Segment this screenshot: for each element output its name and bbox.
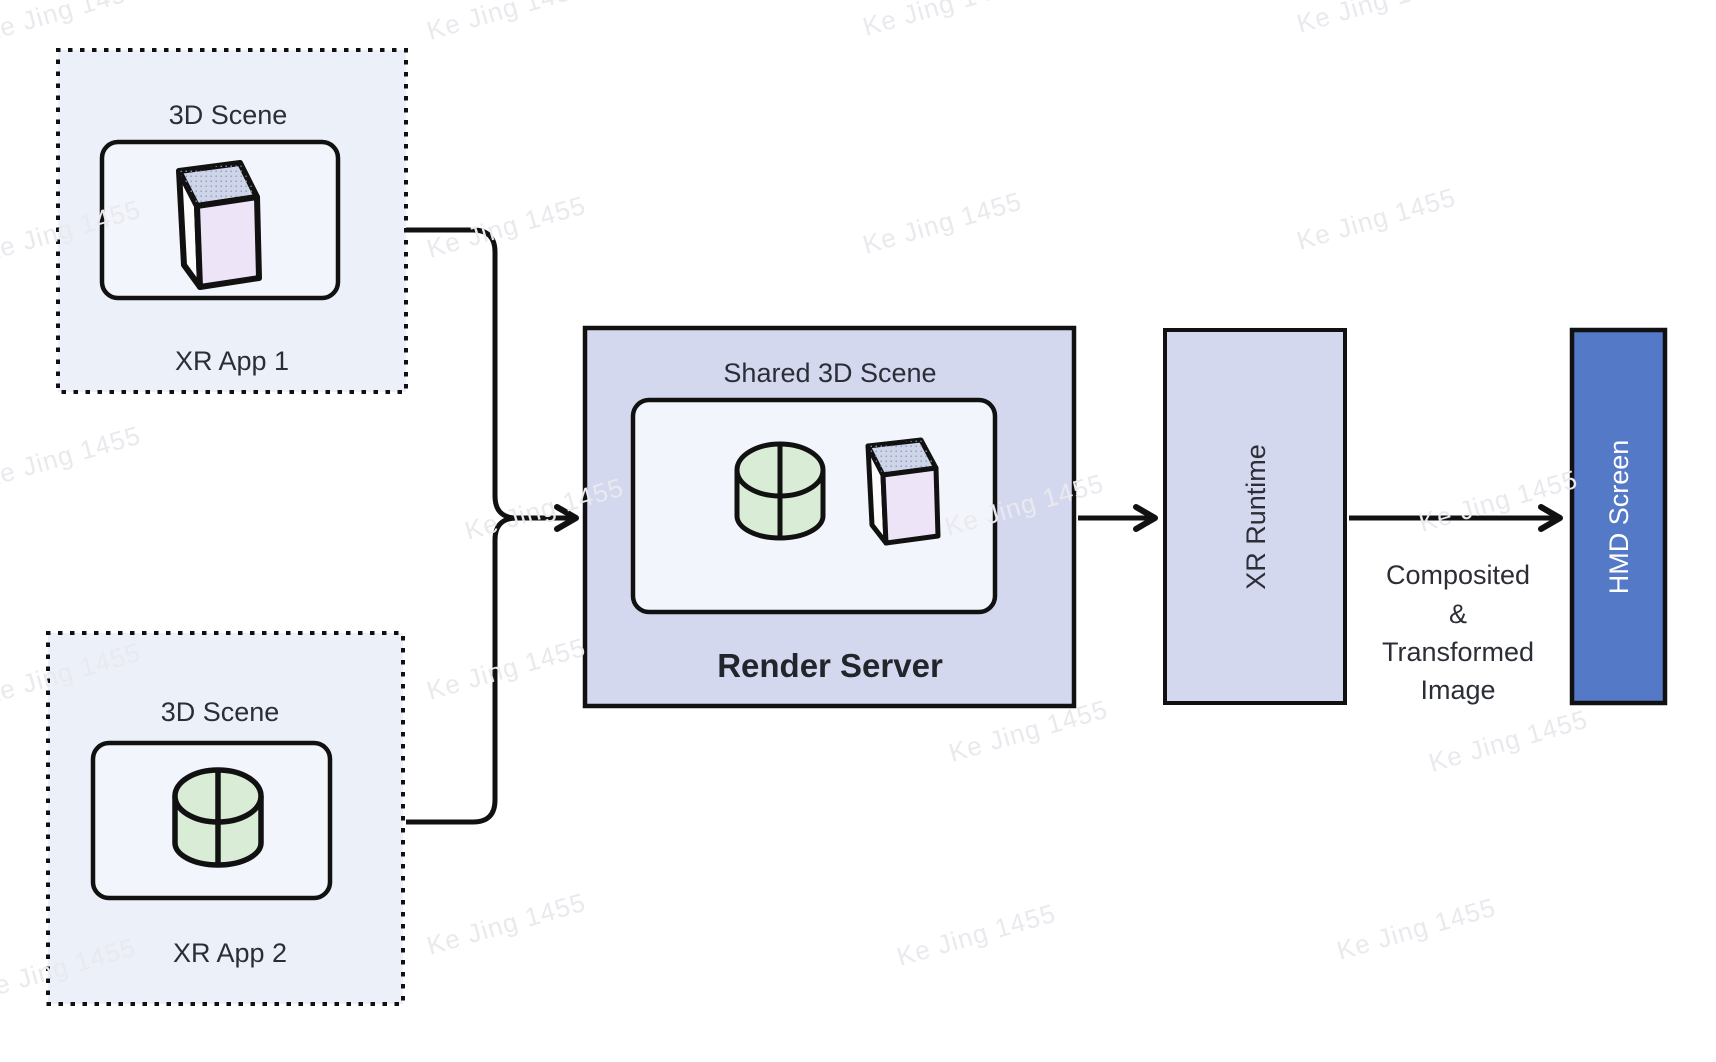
watermark-text: Ke Jing 1455 xyxy=(1293,0,1459,39)
flow-label-line-2: & xyxy=(1449,599,1467,629)
watermark-text: Ke Jing 1455 xyxy=(1415,464,1581,538)
render-server-title: Render Server xyxy=(717,647,943,684)
watermark-text: Ke Jing 1455 xyxy=(1293,182,1459,256)
watermark-text: Ke Jing 1455 xyxy=(0,0,144,48)
watermark-text: Ke Jing 1455 xyxy=(893,898,1059,972)
cube-icon xyxy=(865,437,941,546)
cube-icon xyxy=(176,160,262,290)
app-1-name-label: XR App 1 xyxy=(175,346,289,376)
hmd-screen-label: HMD Screen xyxy=(1604,440,1634,595)
xr-runtime-box xyxy=(1163,328,1347,705)
xr-runtime-label: XR Runtime xyxy=(1241,444,1271,590)
cylinder-icon xyxy=(172,767,264,868)
flow-label-line-1: Composited xyxy=(1386,560,1530,590)
watermark-text: Ke Jing 1455 xyxy=(859,186,1025,260)
cube-front-face xyxy=(194,194,262,290)
flow-label-line-4: Image xyxy=(1420,675,1495,705)
watermark-text: Ke Jing 1455 xyxy=(423,632,589,706)
shared-scene-label: Shared 3D Scene xyxy=(723,358,936,388)
watermark-text: Ke Jing 1455 xyxy=(423,190,589,264)
watermark-text: Ke Jing 1455 xyxy=(859,0,1025,42)
flow-label: Composited & Transformed Image xyxy=(1382,560,1534,705)
watermark-text: Ke Jing 1455 xyxy=(0,420,144,494)
cube-top-texture xyxy=(868,440,936,475)
watermark-text: Ke Jing 1455 xyxy=(1333,892,1499,966)
app-2-name-label: XR App 2 xyxy=(173,938,287,968)
hmd-screen-group: HMD Screen xyxy=(1569,327,1668,706)
watermark-text: Ke Jing 1455 xyxy=(1425,704,1591,778)
xr-app-1-group: 3D Scene XR App 1 xyxy=(56,48,408,394)
render-server-group: Shared 3D Scene Render Server xyxy=(582,325,1077,709)
cylinder-icon xyxy=(734,441,826,541)
xr-runtime-group: XR Runtime xyxy=(1163,328,1347,705)
cube-front-face xyxy=(880,465,941,546)
watermark-text: Ke Jing 1455 xyxy=(423,887,589,961)
cube-top-texture xyxy=(179,163,257,206)
flow-label-line-3: Transformed xyxy=(1382,637,1534,667)
app-1-scene-label: 3D Scene xyxy=(169,100,288,130)
hmd-screen-box xyxy=(1569,327,1668,706)
watermark-text: Ke Jing 1455 xyxy=(423,0,589,46)
arrow-app1-to-server xyxy=(406,227,579,532)
xr-app-2-group: 3D Scene XR App 2 xyxy=(46,631,405,1006)
app-2-scene-label: 3D Scene xyxy=(161,697,280,727)
arrow-app2-to-server xyxy=(406,515,518,825)
